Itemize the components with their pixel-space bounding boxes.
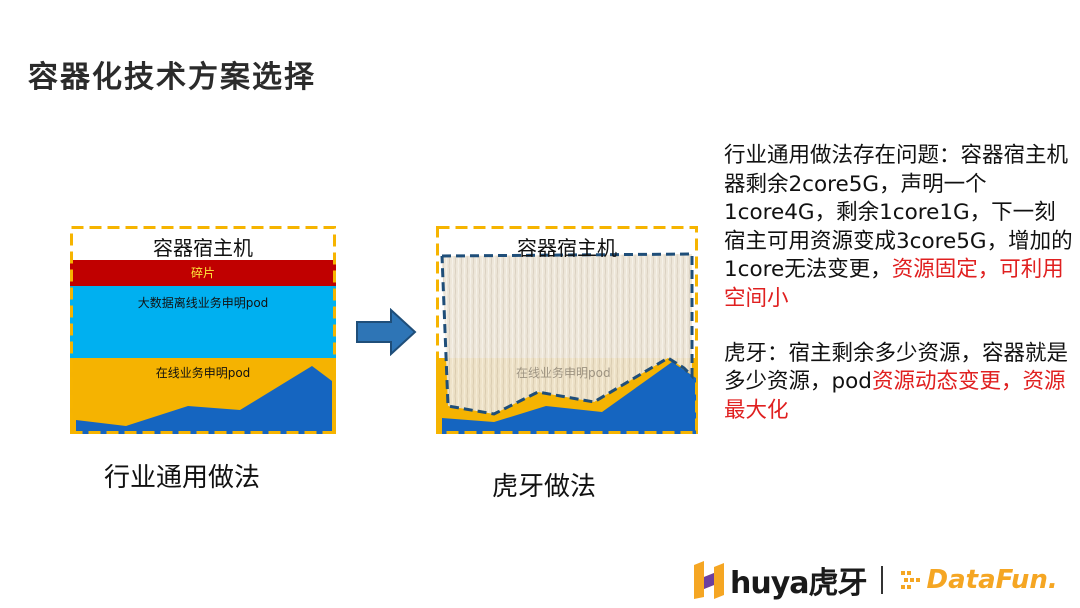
datafun-logo-text: DataFun.: [926, 565, 1058, 595]
huya-approach-normal: 虎牙：宿主剩余多少资源，容器就是多少资源，pod: [724, 340, 1069, 395]
industry-caption: 行业通用做法: [104, 463, 261, 493]
huya-approach-highlight: 资源动态变更，资源最大化: [724, 369, 1066, 423]
footer-logos: huya虎牙 DataFun.: [692, 558, 1058, 602]
huya-caption: 虎牙做法: [492, 472, 597, 502]
online-pod-label: 在线业务申明pod: [155, 366, 251, 380]
huya-logo-text: huya虎牙: [730, 566, 868, 601]
dynamic-dashed-border: [440, 252, 694, 416]
industry-problem-normal: 行业通用做法存在问题：容器宿主机器剩余2core5G，声明一个1core4G，剩…: [724, 143, 1073, 283]
notes-panel: 行业通用做法存在问题：容器宿主机器剩余2core5G，声明一个1core4G，剩…: [724, 142, 1074, 425]
fragment-layer: 碎片: [70, 260, 336, 286]
arrow-right-icon: [356, 308, 417, 356]
usage-chart: [70, 226, 336, 434]
usage-area: [76, 366, 332, 434]
fragment-label: 碎片: [190, 266, 215, 280]
logo-divider: [880, 566, 883, 594]
offline-pod-label: 大数据离线业务申明pod: [137, 296, 269, 310]
huya-host-diagram: 容器宿主机 在线业务申明pod: [436, 226, 698, 434]
offline-pod-layer: 大数据离线业务申明pod: [70, 286, 336, 358]
datafun-logo-icon: [900, 571, 920, 589]
huya-approach-text: 虎牙：宿主剩余多少资源，容器就是多少资源，pod资源动态变更，资源最大化: [724, 340, 1074, 426]
host-label: 容器宿主机: [153, 236, 253, 260]
host-dashed-border: [436, 226, 698, 434]
industry-problem-highlight: 资源固定，可利用空间小: [724, 257, 1064, 311]
industry-host-diagram: 容器宿主机 碎片 大数据离线业务申明pod 在线业务申明pod: [70, 226, 336, 434]
page-title: 容器化技术方案选择: [28, 60, 316, 95]
overlay-pod-label: 在线业务申明pod: [516, 366, 611, 380]
host-dashed-border: [70, 226, 336, 434]
industry-problem-text: 行业通用做法存在问题：容器宿主机器剩余2core5G，声明一个1core4G，剩…: [724, 142, 1074, 314]
host-label: 容器宿主机: [517, 236, 617, 260]
huya-logo-icon: [694, 561, 724, 599]
dynamic-container-area: [442, 254, 692, 414]
usage-area: [442, 362, 696, 434]
huya-diagram-art: [436, 226, 698, 434]
